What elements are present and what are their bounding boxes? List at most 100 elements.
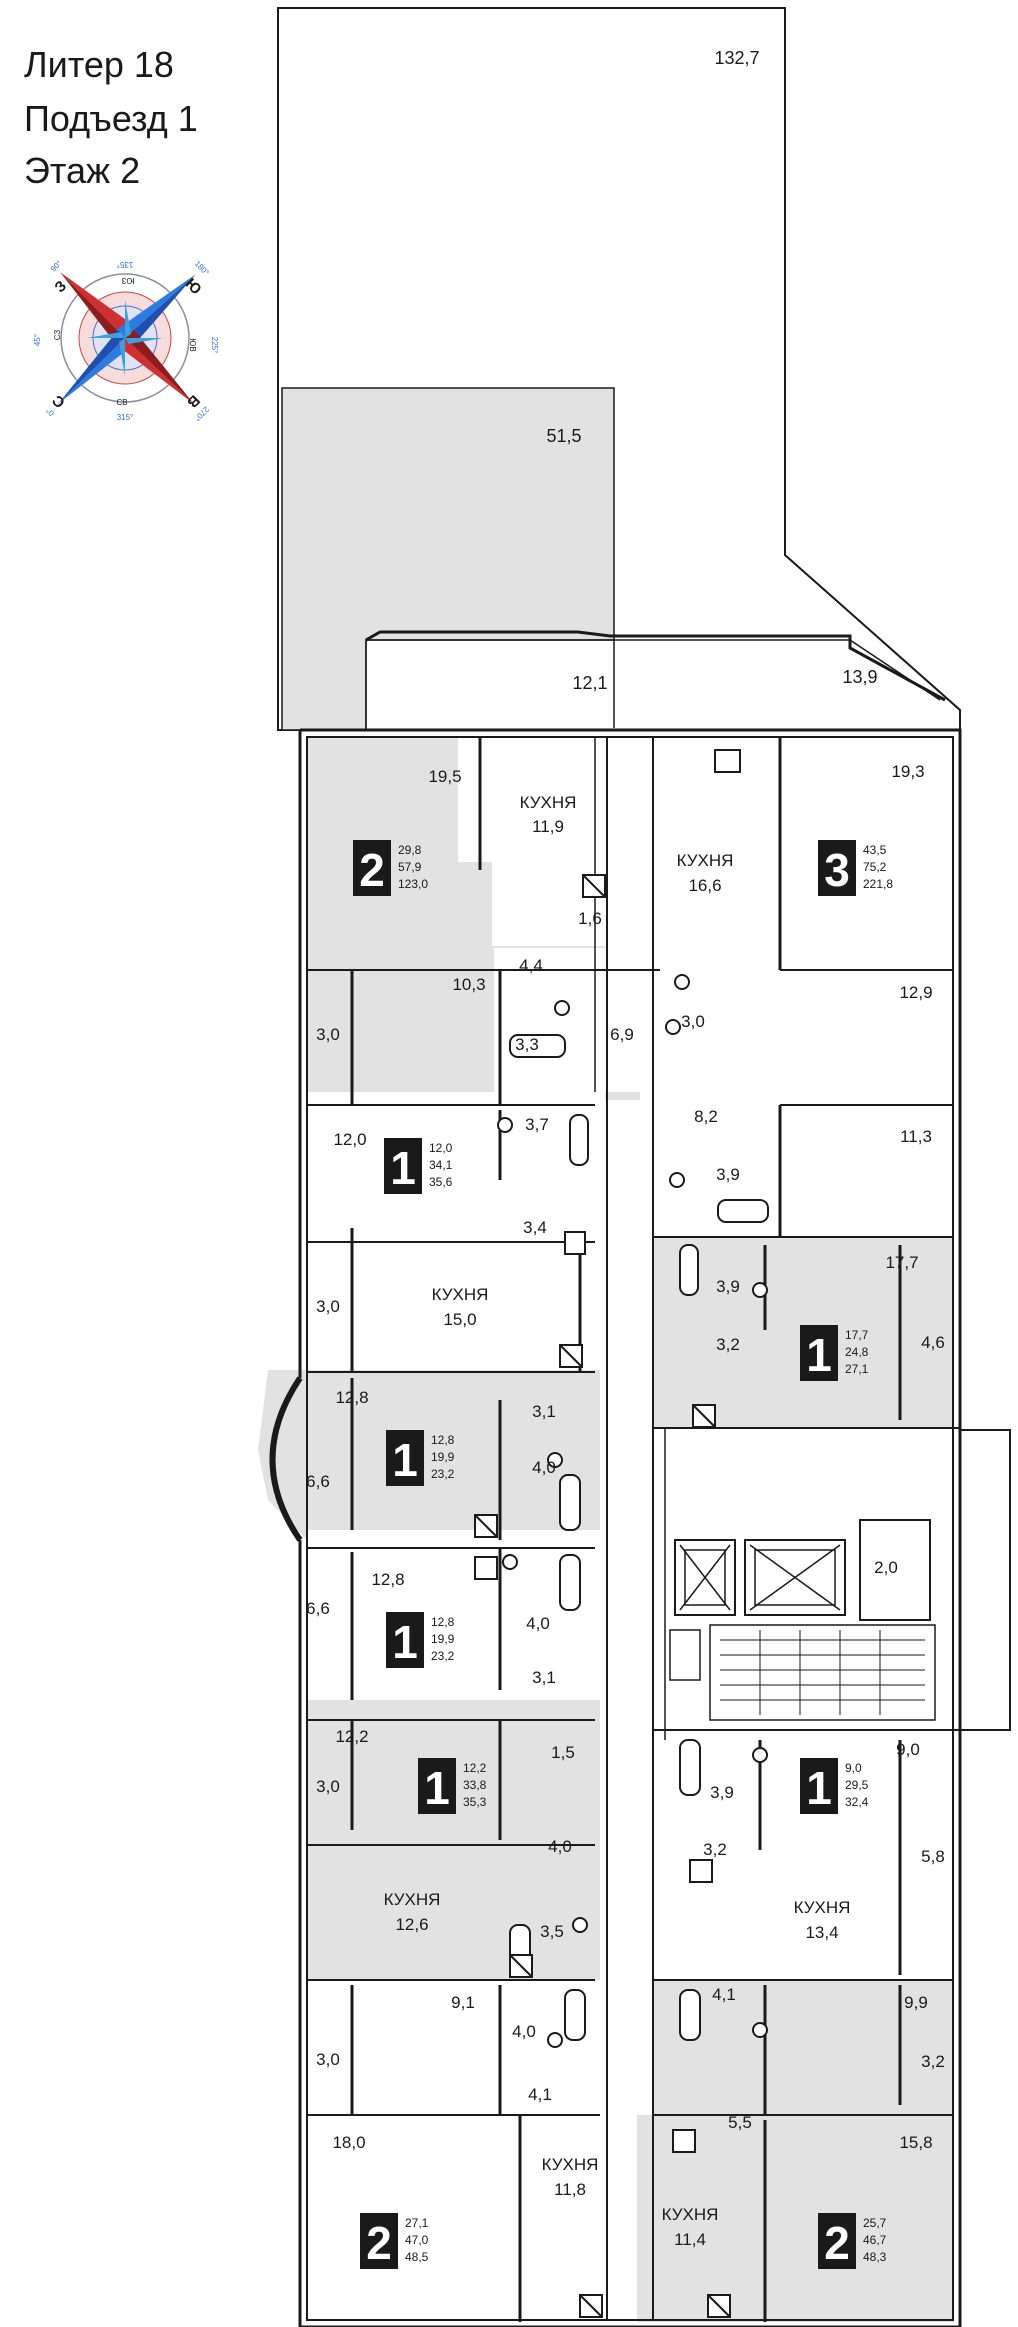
- room-area: 3,1: [532, 1402, 556, 1421]
- apartment-area-value: 32,4: [845, 1795, 869, 1809]
- room-area: 4,6: [921, 1333, 945, 1352]
- room-area: 5,8: [921, 1847, 945, 1866]
- apartment-badge-box: [800, 1758, 838, 1814]
- apartment-room-count: 2: [359, 844, 385, 896]
- kitchen-label: КУХНЯ: [384, 1890, 441, 1909]
- apartment-area-value: 33,8: [463, 1778, 487, 1792]
- apartment-area-value: 29,5: [845, 1778, 869, 1792]
- apartment-badges: 2 29,8 57,9 1 2 3,0 3 43,5 75,2 221,8 1 12,0 3 4,1 35,…: [353, 840, 893, 2269]
- compass-angle-315: 315°: [117, 413, 134, 422]
- apartment-room-count: 1: [390, 1142, 416, 1194]
- room-area: 17,7: [885, 1253, 918, 1272]
- apartment-area-value: 23,2: [431, 1467, 455, 1481]
- room-area: 4,4: [519, 956, 543, 975]
- kitchen-label: КУХНЯ: [794, 1898, 851, 1917]
- terrace-area-1: 132,7: [714, 48, 759, 68]
- apartment-room-count: 1: [806, 1329, 832, 1381]
- room-area: 19,5: [428, 767, 461, 786]
- kitchen-label: КУХНЯ: [677, 851, 734, 870]
- room-area: 9,9: [904, 1993, 928, 2012]
- kitchen-label: КУХНЯ: [662, 2205, 719, 2224]
- terrace-area: [277, 7, 961, 731]
- room-area: 12,6: [395, 1915, 428, 1934]
- compass-letter-south: Ю: [182, 275, 205, 298]
- apartment-room-count: 2: [366, 2217, 392, 2269]
- room-area: 12,8: [371, 1570, 404, 1589]
- room-area: 18,0: [332, 2133, 365, 2152]
- apartment-badge: 3 43,5 75,2 221,8: [818, 840, 893, 896]
- apartment-area-value: 35,6: [429, 1175, 453, 1189]
- apartment-area-value: 23,2: [431, 1649, 455, 1663]
- room-area: 3,5: [540, 1922, 564, 1941]
- kitchen-stoves: [474, 749, 741, 2318]
- room-area: 6,6: [306, 1599, 330, 1618]
- walls: [269, 728, 1011, 2327]
- room-area: 12,9: [899, 983, 932, 1002]
- apartment-area-value: 75,2: [863, 860, 887, 874]
- room-area: 15,0: [443, 1310, 476, 1329]
- room-area: 3,0: [316, 1025, 340, 1044]
- room-area: 11,4: [674, 2230, 706, 2249]
- compass-angle-135: 135°: [117, 260, 134, 269]
- room-area: 11,8: [554, 2180, 586, 2199]
- room-area: 4,1: [712, 1985, 736, 2004]
- apartment-area-value: 9,0: [845, 1761, 862, 1775]
- apartment-area-value: 35,3: [463, 1795, 487, 1809]
- room-area: 1,5: [551, 1743, 575, 1762]
- room-area: 1,6: [578, 909, 602, 928]
- terrace-area-3: 12,1: [572, 673, 607, 693]
- apartment-area-value: 12,2: [463, 1761, 487, 1775]
- room-area: 3,0: [316, 1297, 340, 1316]
- floor-label: Этаж 2: [24, 150, 141, 191]
- apartment-area-value: 25,7: [863, 2216, 887, 2230]
- apartment-room-count: 1: [424, 1762, 450, 1814]
- apartment-badge-box: [800, 1325, 838, 1381]
- apartment-area-value: 43,5: [863, 843, 887, 857]
- room-area: 5,5: [728, 2113, 752, 2132]
- compass-rose-icon: З Ю С В 90° 135° 180° 225° 270° 315° 0° …: [33, 259, 219, 423]
- apartment-area-value: 29,8: [398, 843, 422, 857]
- room-area: 4,0: [548, 1837, 572, 1856]
- room-area: 3,4: [523, 1218, 547, 1237]
- room-area: 12,2: [335, 1727, 368, 1746]
- room-area: 4,0: [512, 2022, 536, 2041]
- apartment-badge: 1 12,2 33,8 35,3: [418, 1758, 487, 1814]
- apartment-area-value: 17,7: [845, 1328, 869, 1342]
- room-area: 11,3: [900, 1127, 932, 1146]
- room-area: 2,0: [874, 1558, 898, 1577]
- room-area: 3,3: [515, 1035, 539, 1054]
- building-label: Литер 18: [24, 44, 174, 85]
- room-area: 3,9: [716, 1165, 740, 1184]
- apartment-area-value: 12,0: [429, 1141, 453, 1155]
- apartment-area-value: 48,5: [405, 2250, 429, 2264]
- room-area: 16,6: [688, 876, 721, 895]
- toilets: [497, 974, 768, 2048]
- apartment-badge: 1 12,8 19,9 23,2: [386, 1430, 455, 1486]
- apartment-area-value: 57,9: [398, 860, 422, 874]
- apartment-area-value: 27,1: [405, 2216, 429, 2230]
- apartment-badge-box: [360, 2213, 398, 2269]
- apartment-room-count: 1: [392, 1616, 418, 1668]
- kitchen-label: КУХНЯ: [520, 793, 577, 812]
- room-area: 12,0: [333, 1130, 366, 1149]
- room-area: 3,9: [716, 1277, 740, 1296]
- apartment-area-value: 221,8: [863, 877, 893, 891]
- apartment-area-value: 12,8: [431, 1433, 455, 1447]
- room-area: 3,0: [681, 1012, 705, 1031]
- apartment-area-value: 24,8: [845, 1345, 869, 1359]
- terrace-area-4: 13,9: [842, 667, 877, 687]
- apartment-area-value: 19,9: [431, 1450, 455, 1464]
- room-area: 15,8: [899, 2133, 932, 2152]
- apartment-area-value: 27,1: [845, 1362, 869, 1376]
- bathtubs: [509, 1034, 769, 2041]
- apartment-room-count: 3: [824, 844, 850, 896]
- apartment-area-value: 19,9: [431, 1632, 455, 1646]
- room-area: 3,7: [525, 1115, 549, 1134]
- apartment-room-count: 1: [392, 1434, 418, 1486]
- kitchen-label: КУХНЯ: [432, 1285, 489, 1304]
- compass-inter-sw: ЮЗ: [121, 276, 134, 285]
